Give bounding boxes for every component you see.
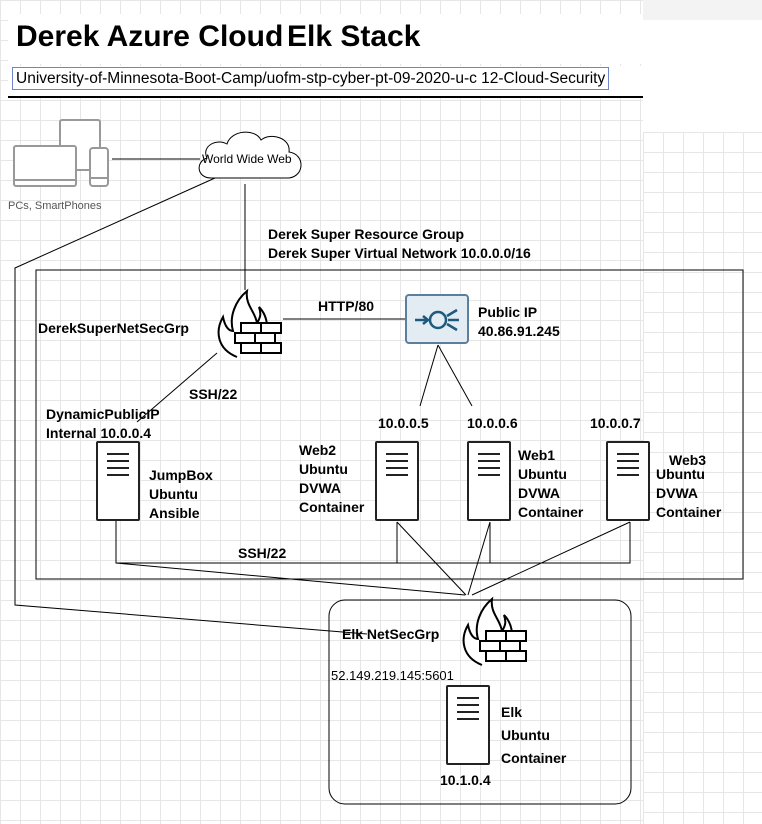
- web3-type: Container: [656, 504, 722, 520]
- web2-app: DVWA: [299, 480, 341, 496]
- elk-name: Elk: [501, 704, 523, 720]
- jumpbox-ip-line2: Internal 10.0.0.4: [46, 425, 152, 441]
- firewall-icon: [217, 288, 282, 358]
- internet-label: World Wide Web: [202, 152, 292, 166]
- pcs-smartphones-icon: [13, 119, 109, 187]
- web2-type: Container: [299, 499, 365, 515]
- resource-group-label: Derek Super Resource Group: [268, 226, 465, 242]
- jumpbox-server-icon: [96, 441, 140, 521]
- elk-boundary: [328, 599, 632, 805]
- vnet-boundary: [35, 269, 744, 580]
- web3-name: Web3: [669, 452, 707, 468]
- clients-label: PCs, SmartPhones: [8, 200, 102, 212]
- web3-ip: 10.0.0.7: [590, 415, 641, 431]
- web3-os: Ubuntu: [656, 466, 705, 482]
- ssh-bottom-label: SSH/22: [238, 545, 287, 561]
- cloud-icon: [198, 131, 302, 179]
- web1-ip: 10.0.0.6: [467, 415, 518, 431]
- web1-type: Container: [518, 504, 584, 520]
- ssh-top-label: SSH/22: [189, 386, 238, 402]
- public-ip-icon: [405, 294, 469, 344]
- elk-os: Ubuntu: [501, 727, 550, 743]
- canvas-top-strip: [643, 0, 762, 20]
- jumpbox-os: Ubuntu: [149, 486, 198, 502]
- title-area: [8, 14, 643, 64]
- elk-nsg-label: Elk NetSecGrp: [342, 626, 440, 642]
- canvas-grid: [0, 0, 643, 824]
- web1-name: Web1: [518, 447, 556, 463]
- diagram-title-left: Derek Azure Cloud: [16, 20, 284, 53]
- web2-os: Ubuntu: [299, 461, 348, 477]
- web1-server-icon: [467, 441, 511, 521]
- elk-firewall-icon: [462, 596, 527, 666]
- vnet-label: Derek Super Virtual Network 10.0.0.0/16: [268, 245, 531, 261]
- jumpbox-ip-line1: DynamicPublicIP: [46, 406, 160, 422]
- web1-os: Ubuntu: [518, 466, 567, 482]
- elk-type: Container: [501, 750, 567, 766]
- web2-server-icon: [375, 441, 419, 521]
- elk-ip: 10.1.0.4: [440, 772, 491, 788]
- web1-app: DVWA: [518, 485, 560, 501]
- diagram-subtitle: University-of-Minnesota-Boot-Camp/uofm-s…: [12, 67, 610, 90]
- jumpbox-name: JumpBox: [149, 467, 213, 483]
- http-label: HTTP/80: [318, 298, 375, 314]
- nsg-label: DerekSuperNetSecGrp: [38, 320, 189, 336]
- public-ip-address: 40.86.91.245: [478, 323, 560, 339]
- web2-ip: 10.0.0.5: [378, 415, 429, 431]
- diagram-title-right: Elk Stack: [287, 20, 421, 53]
- jumpbox-role: Ansible: [149, 505, 200, 521]
- canvas-grid-right: [643, 132, 762, 824]
- elk-endpoint: 52.149.219.145:5601: [331, 668, 454, 683]
- public-ip-label: Public IP: [478, 304, 538, 320]
- web3-app: DVWA: [656, 485, 698, 501]
- web2-name: Web2: [299, 442, 337, 458]
- elk-server-icon: [446, 685, 490, 765]
- web3-server-icon: [606, 441, 650, 521]
